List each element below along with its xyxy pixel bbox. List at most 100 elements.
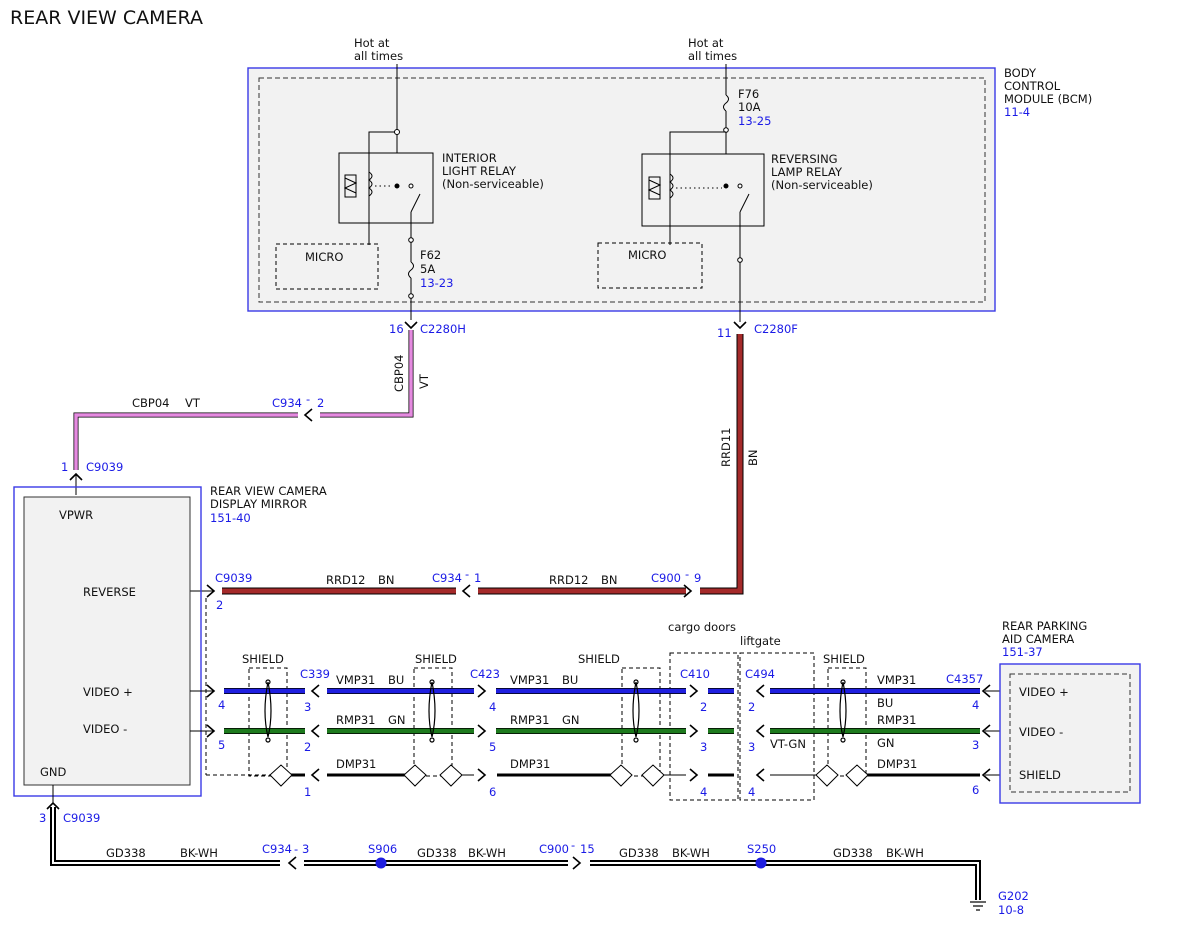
rmp31-label-2: RMP31 <box>510 713 549 727</box>
liftgate-label: liftgate <box>740 634 781 648</box>
pin-c410-gn: 3 <box>700 740 707 754</box>
mirror-ref: 151-40 <box>210 511 251 525</box>
c934-3-pin: 3 <box>302 842 309 856</box>
pin-c423-bu: 4 <box>489 700 496 714</box>
fuse-f62-name: F62 <box>420 248 441 262</box>
camera-module-inner <box>1009 673 1131 793</box>
wire-cbp04-label-h: CBP04 <box>132 396 170 410</box>
s906-label: S906 <box>368 842 397 856</box>
bu-label-2: BU <box>562 673 578 687</box>
fuse-f62-ref: 13-23 <box>420 276 453 290</box>
shield-label-1: SHIELD <box>242 652 284 666</box>
c2280h-pin: 16 <box>389 322 404 336</box>
pin-c494-gn: 3 <box>748 740 755 754</box>
micro-box-right <box>597 242 703 289</box>
wire-dmp31-drain <box>269 764 1010 787</box>
wire-bn-label-v: BN <box>746 450 760 467</box>
c410-label: C410 <box>680 667 710 681</box>
camera-label-2: AID CAMERA <box>1002 632 1074 646</box>
wire-gd338-ground <box>46 785 981 900</box>
c2280f-pin: 11 <box>717 326 732 340</box>
c934-2-label: C934 <box>272 396 302 410</box>
c4357-label: C4357 <box>946 672 983 686</box>
c9039-1-label: C9039 <box>86 460 123 474</box>
c934-3-label: C934 <box>262 842 292 856</box>
wire-rmp31-gn <box>190 724 1010 738</box>
vmp31-label-3: VMP31 <box>877 673 916 687</box>
pin-c410-drain: 4 <box>700 785 707 799</box>
wire-cbp04-vt <box>69 330 414 495</box>
c339-label: C339 <box>300 667 330 681</box>
interior-relay-label-1: INTERIOR <box>442 151 497 165</box>
hot-label-left-1: Hot at <box>354 36 390 50</box>
micro-label-right: MICRO <box>628 248 666 262</box>
vmp31-label-1: VMP31 <box>336 673 375 687</box>
c9039-2-pin: 2 <box>216 598 223 612</box>
shield-label-2: SHIELD <box>415 652 457 666</box>
c934-1-label: C934 <box>432 571 462 585</box>
camera-ref: 151-37 <box>1002 645 1043 659</box>
camera-pin-video-pos: VIDEO + <box>1019 685 1069 699</box>
bcm-label-3: MODULE (BCM) <box>1004 92 1092 106</box>
mirror-pin-video-pos: VIDEO + <box>83 685 133 699</box>
bu-label-1: BU <box>388 673 404 687</box>
micro-label-left: MICRO <box>305 250 343 264</box>
interior-relay-label-2: LIGHT RELAY <box>442 164 517 178</box>
mirror-pin-reverse: REVERSE <box>83 585 136 599</box>
bkwh-label-3: BK-WH <box>672 846 710 860</box>
c934-1-pin: 1 <box>474 571 481 585</box>
hot-label-right-2: all times <box>688 49 737 63</box>
c9039-3-label: C9039 <box>63 811 100 825</box>
cargo-doors-label: cargo doors <box>668 620 736 634</box>
c934-2-pin: 2 <box>317 396 324 410</box>
dmp31-label-2: DMP31 <box>510 757 550 771</box>
gd338-label-2: GD338 <box>417 846 457 860</box>
c423-label: C423 <box>470 667 500 681</box>
c9039-1-pin: 1 <box>61 460 68 474</box>
interior-light-relay <box>338 64 434 320</box>
wire-rrd12-label-a: RRD12 <box>326 573 365 587</box>
mirror-pin-video-neg: VIDEO - <box>83 722 127 736</box>
wire-vt-label-h: VT <box>185 396 201 410</box>
rmp31-label-3: RMP31 <box>877 713 916 727</box>
pin-c339-gn: 2 <box>304 740 311 754</box>
wire-bn-label-a: BN <box>378 573 395 587</box>
c2280f-label: C2280F <box>754 322 798 336</box>
c934-2-dash: - <box>306 392 310 406</box>
fuse-f76-rating: 10A <box>738 100 761 114</box>
gd338-label-4: GD338 <box>833 846 873 860</box>
bcm-ref: 11-4 <box>1004 105 1030 119</box>
gn-label-2: GN <box>562 713 580 727</box>
bcm-label-1: BODY <box>1004 66 1037 80</box>
gn-label-3: GN <box>877 736 895 750</box>
wire-rrd11-label: RRD11 <box>719 428 733 467</box>
camera-label-1: REAR PARKING <box>1002 619 1087 633</box>
gd338-label-1: GD338 <box>106 846 146 860</box>
page-title: REAR VIEW CAMERA <box>10 7 203 29</box>
fuse-f62-rating: 5A <box>420 262 435 276</box>
bkwh-label-4: BK-WH <box>886 846 924 860</box>
pin-c494-bu: 2 <box>748 700 755 714</box>
c494-label: C494 <box>745 667 775 681</box>
c9039-2-label: C9039 <box>215 571 252 585</box>
reversing-relay-label-1: REVERSING <box>771 152 838 166</box>
c900-9-pin: 9 <box>694 571 701 585</box>
pin-c423-drain: 6 <box>489 785 496 799</box>
vt-gn-label: VT-GN <box>770 737 806 751</box>
bcm-inner-dashed-box <box>258 77 986 303</box>
bkwh-label-1: BK-WH <box>180 846 218 860</box>
c2280h-label: C2280H <box>420 322 466 336</box>
vmp31-label-2: VMP31 <box>510 673 549 687</box>
wire-rrd12-label-b: RRD12 <box>549 573 588 587</box>
dmp31-label-1: DMP31 <box>336 757 376 771</box>
reversing-lamp-relay <box>641 64 765 322</box>
pin-c4357-gn: 3 <box>972 738 979 752</box>
shield-dashed-lines <box>205 598 867 801</box>
c900-15-dash: - <box>571 838 575 852</box>
interior-relay-label-3: (Non-serviceable) <box>442 177 544 191</box>
wire-vmp31-bu <box>190 684 1010 698</box>
camera-pin-shield: SHIELD <box>1019 768 1061 782</box>
mirror-pin-gnd: GND <box>40 765 67 779</box>
hot-label-left-2: all times <box>354 49 403 63</box>
gn-label-1: GN <box>388 713 406 727</box>
